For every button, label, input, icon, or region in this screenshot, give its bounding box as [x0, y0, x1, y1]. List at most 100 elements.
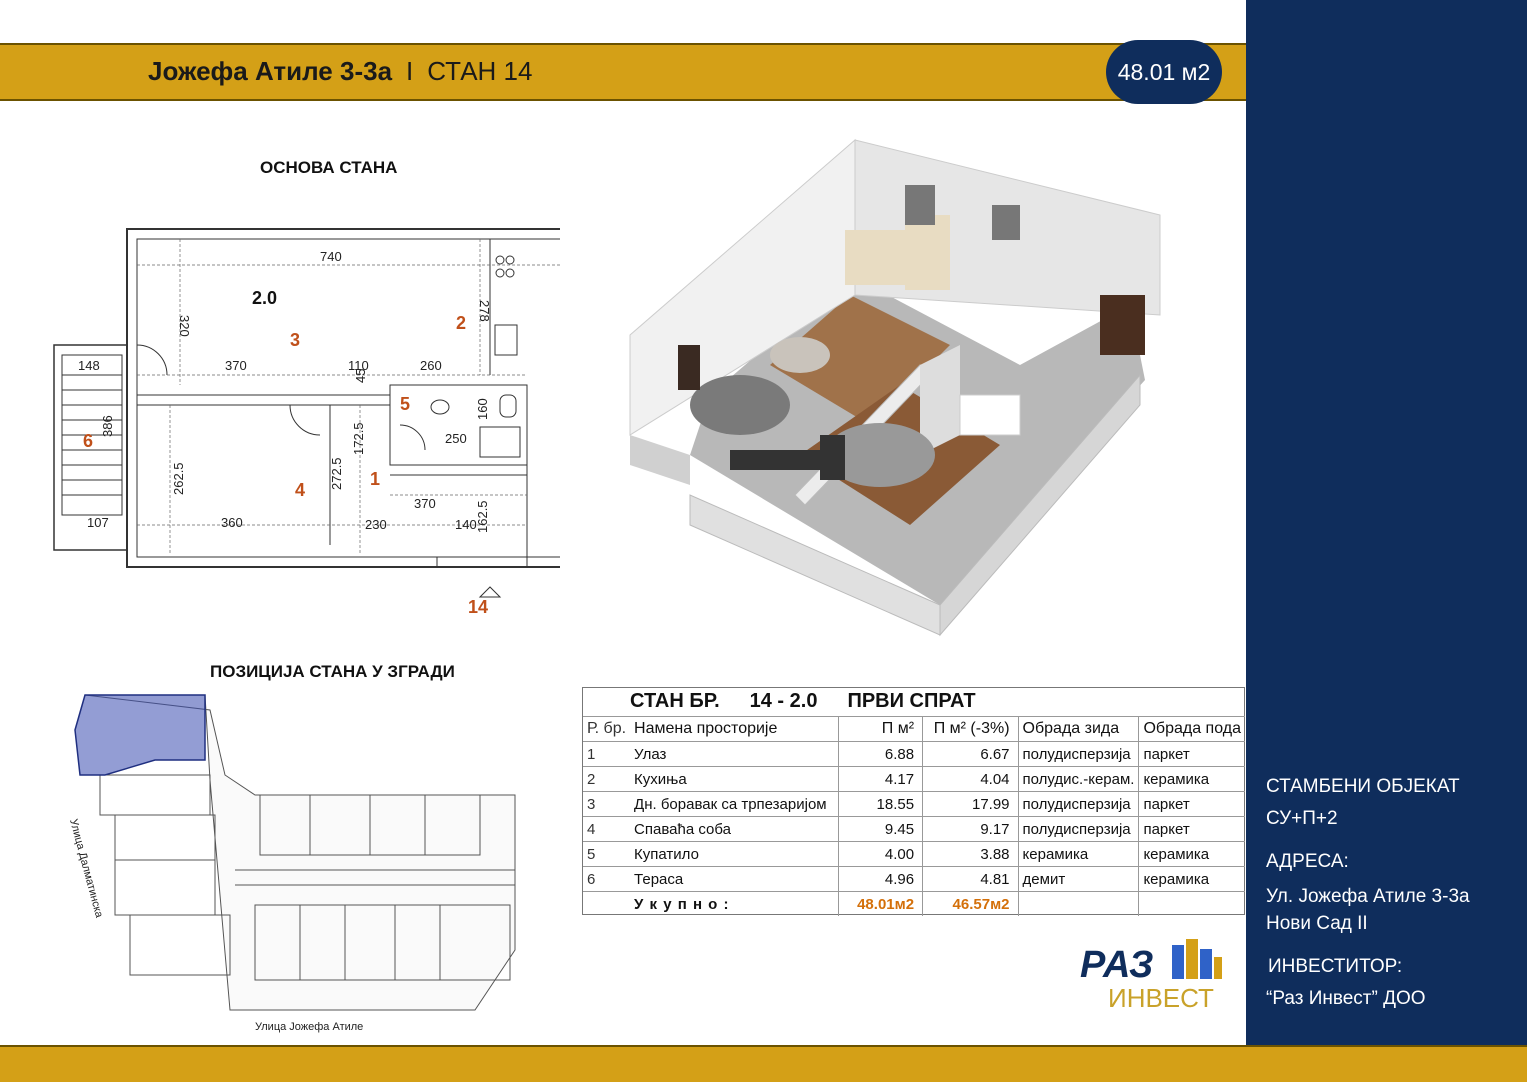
- street-bottom-label: Улица Јожефа Атиле: [255, 1021, 363, 1033]
- room-name: Купатило: [630, 841, 839, 867]
- room-area-reduced: 3.88: [922, 841, 1019, 867]
- wall-finish: демит: [1018, 866, 1139, 892]
- row-number: 3: [583, 791, 631, 817]
- table-row: 5 Купатило 4.00 3.88 керамика керамика: [583, 841, 1245, 867]
- room-area-reduced: 17.99: [922, 791, 1019, 817]
- floor-finish: паркет: [1138, 816, 1245, 842]
- room-area: 18.55: [838, 791, 924, 817]
- dim-278: 278: [477, 300, 492, 322]
- total-area-reduced: 46.57м2: [922, 891, 1019, 916]
- table-title: СТАН БР. 14 - 2.0 ПРВИ СПРАТ: [630, 690, 1006, 713]
- dim-160: 160: [475, 398, 490, 420]
- dim-740: 740: [320, 249, 342, 264]
- logo-word-2: ИНВЕСТ: [1108, 983, 1214, 1013]
- room-name: Спаваћа соба: [630, 816, 839, 842]
- room-number-2: 2: [456, 313, 466, 333]
- object-value: СУ+П+2: [1266, 808, 1338, 829]
- object-label: СТАМБЕНИ ОБЈЕКАТ: [1266, 776, 1460, 797]
- dim-260: 260: [420, 358, 442, 373]
- dim-110: 110: [348, 358, 369, 373]
- building-position-plan: Улица Далматинска Улица Јожефа Атиле: [67, 694, 516, 1033]
- footer-band: [0, 1045, 1527, 1082]
- room-area: 6.88: [838, 741, 924, 767]
- table-row: 3 Дн. боравак са трпезаријом 18.55 17.99…: [583, 791, 1245, 817]
- room-number-6: 6: [83, 431, 93, 451]
- table-row: 6 Тераса 4.96 4.81 демит керамика: [583, 866, 1245, 892]
- floor-finish: керамика: [1138, 766, 1245, 792]
- total-area: 48.01м2: [838, 891, 924, 916]
- dim-262-5: 262.5: [171, 462, 186, 495]
- table-row: 1 Улаз 6.88 6.67 полудисперзија паркет: [583, 741, 1245, 767]
- table-title-floor: ПРВИ СПРАТ: [847, 690, 976, 712]
- wall-finish: полудисперзија: [1018, 741, 1139, 767]
- dim-370a: 370: [225, 358, 247, 373]
- dim-45: 45: [353, 369, 368, 383]
- dim-107: 107: [87, 515, 109, 530]
- address-label: АДРЕСА:: [1266, 851, 1349, 872]
- address-line2: Нови Сад II: [1266, 913, 1368, 934]
- address-title: Јожефа Атиле 3-3а: [148, 56, 393, 86]
- row-number: 1: [583, 741, 631, 767]
- address-line1: Ул. Јожефа Атиле 3-3а: [1266, 886, 1470, 907]
- floor-finish: паркет: [1138, 791, 1245, 817]
- total-label: У к у п н о :: [630, 891, 839, 916]
- table-row: 2 Кухиња 4.17 4.04 полудис.-керам. керам…: [583, 766, 1245, 792]
- dim-360: 360: [221, 515, 243, 530]
- logo-word-1: РАЗ: [1080, 944, 1153, 986]
- header-no: Р. бр.: [583, 716, 631, 742]
- dim-148: 148: [78, 358, 100, 373]
- table-title-number: 14 - 2.0: [749, 690, 818, 712]
- row-number: 5: [583, 841, 631, 867]
- room-area: 4.00: [838, 841, 924, 867]
- table-header-row: Р. бр. Намена просторије П м² П м² (-3%)…: [583, 716, 1245, 742]
- room-name: Кухиња: [630, 766, 839, 792]
- room-area: 4.96: [838, 866, 924, 892]
- dim-370b: 370: [414, 496, 436, 511]
- info-sidebar: СТАМБЕНИ ОБЈЕКАТ СУ+П+2 АДРЕСА: Ул. Јоже…: [1246, 0, 1527, 1045]
- room-table: Р. бр. Намена просторије П м² П м² (-3%)…: [583, 716, 1245, 916]
- room-number-5: 5: [400, 394, 410, 414]
- room-number-3: 3: [290, 330, 300, 350]
- unit-title: СТАН 14: [427, 56, 533, 86]
- wall-finish: полудисперзија: [1018, 791, 1139, 817]
- investor-label: ИНВЕСТИТОР:: [1268, 956, 1403, 977]
- raz-invest-logo: РАЗ ИНВЕСТ: [1080, 939, 1222, 1013]
- room-number-1: 1: [370, 469, 380, 489]
- room-name: Дн. боравак са трпезаријом: [630, 791, 839, 817]
- room-area: 9.45: [838, 816, 924, 842]
- row-number: 6: [583, 866, 631, 892]
- position-heading: ПОЗИЦИЈА СТАНА У ЗГРАДИ: [210, 662, 455, 681]
- area-badge: 48.01 м2: [1106, 40, 1222, 104]
- header-area-reduced: П м² (-3%): [922, 716, 1019, 742]
- floor-finish: керамика: [1138, 841, 1245, 867]
- dim-320: 320: [177, 315, 192, 337]
- room-area-reduced: 4.04: [922, 766, 1019, 792]
- floorplan-heading: ОСНОВА СТАНА: [260, 158, 398, 177]
- wall-finish: керамика: [1018, 841, 1139, 867]
- room-name: Улаз: [630, 741, 839, 767]
- floor-finish: паркет: [1138, 741, 1245, 767]
- dim-230: 230: [365, 517, 387, 532]
- room-area: 4.17: [838, 766, 924, 792]
- wall-finish: полудис.-керам.: [1018, 766, 1139, 792]
- investor-value: “Раз Инвест” ДОО: [1266, 988, 1426, 1009]
- table-total-row: У к у п н о : 48.01м2 46.57м2: [583, 891, 1245, 916]
- dim-386: 386: [100, 415, 115, 437]
- street-left-label: Улица Далматинска: [67, 818, 105, 920]
- room-area-reduced: 4.81: [922, 866, 1019, 892]
- row-number: 2: [583, 766, 631, 792]
- wall-finish: полудисперзија: [1018, 816, 1139, 842]
- header-area: П м²: [838, 716, 924, 742]
- row-number: 4: [583, 816, 631, 842]
- header-band: [0, 43, 1246, 101]
- dim-140: 140: [455, 517, 477, 532]
- dim-162-5: 162.5: [475, 500, 490, 533]
- room-number-4: 4: [295, 480, 305, 500]
- buildings-icon: [1172, 939, 1222, 979]
- header-floor-finish: Обрада пода: [1138, 716, 1245, 742]
- unit-label: 2.0: [252, 288, 277, 308]
- room-area-reduced: 6.67: [922, 741, 1019, 767]
- table-title-unit: СТАН БР.: [630, 690, 720, 712]
- header-purpose: Намена просторије: [630, 716, 839, 742]
